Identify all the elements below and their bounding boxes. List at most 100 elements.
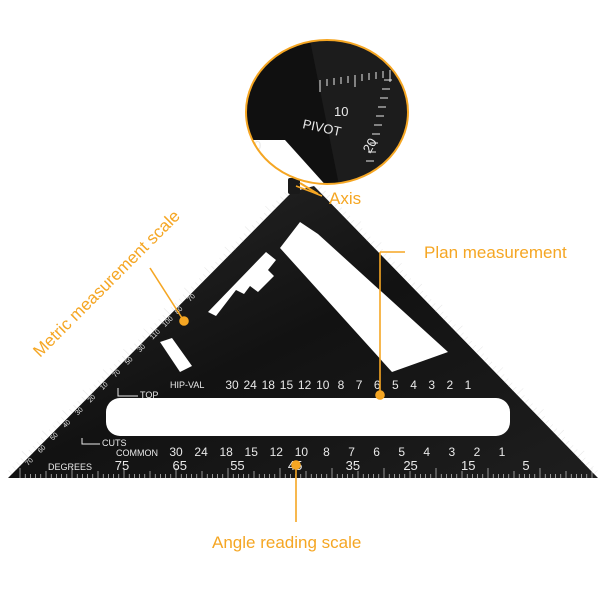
tick bbox=[532, 407, 537, 412]
tick bbox=[431, 303, 436, 308]
tick bbox=[370, 240, 375, 245]
tick bbox=[194, 282, 199, 287]
tick bbox=[150, 327, 155, 332]
tick bbox=[500, 374, 505, 379]
tick bbox=[374, 242, 382, 249]
scale-number: 5 bbox=[522, 458, 529, 473]
scale-number: 55 bbox=[230, 458, 244, 473]
right-ruler-ticks bbox=[317, 186, 598, 475]
tick bbox=[569, 445, 574, 450]
tick bbox=[276, 200, 281, 205]
tick bbox=[52, 425, 57, 430]
tick bbox=[330, 198, 335, 203]
tick bbox=[28, 449, 33, 454]
tick bbox=[32, 445, 37, 450]
scale-number: 10 bbox=[295, 445, 309, 459]
scale-number: 15 bbox=[280, 378, 294, 392]
cuts-label: CUTS bbox=[102, 438, 127, 448]
tick bbox=[540, 415, 545, 420]
scale-number: 30 bbox=[74, 406, 85, 417]
tick bbox=[411, 282, 416, 287]
tick bbox=[447, 319, 452, 324]
tick bbox=[170, 306, 175, 311]
tick bbox=[520, 395, 525, 399]
tick bbox=[204, 267, 212, 274]
tick bbox=[62, 410, 70, 417]
pivot-nub bbox=[288, 178, 300, 194]
tick bbox=[536, 408, 544, 416]
scale-number: 40 bbox=[62, 419, 73, 430]
tick bbox=[504, 378, 509, 383]
scale-number: 65 bbox=[172, 458, 186, 473]
tick bbox=[231, 245, 236, 250]
tick bbox=[476, 346, 483, 354]
tick bbox=[492, 365, 497, 370]
common-label: COMMON bbox=[116, 448, 158, 458]
scale-number: 6 bbox=[373, 445, 380, 459]
tick bbox=[154, 323, 159, 328]
scale-number: 60 bbox=[37, 444, 48, 455]
tick bbox=[174, 302, 179, 307]
tick bbox=[480, 353, 485, 358]
tick bbox=[21, 451, 29, 458]
scale-number: 30 bbox=[137, 343, 148, 354]
tick bbox=[190, 286, 195, 291]
cuts-arrow bbox=[81, 438, 100, 445]
tick bbox=[41, 430, 49, 438]
tick bbox=[512, 386, 517, 391]
scale-number: 75 bbox=[115, 458, 129, 473]
upper-slot bbox=[280, 222, 448, 372]
tick bbox=[358, 228, 363, 233]
tick bbox=[265, 205, 272, 213]
tick bbox=[77, 400, 82, 405]
tick bbox=[36, 441, 41, 446]
tick bbox=[81, 396, 86, 401]
top-label: TOP bbox=[140, 390, 158, 400]
tick bbox=[97, 380, 102, 385]
tick bbox=[93, 384, 98, 389]
tick bbox=[415, 283, 423, 291]
tick bbox=[243, 233, 248, 238]
tick bbox=[463, 336, 468, 341]
scale-number: 7 bbox=[348, 445, 355, 459]
tick bbox=[484, 357, 489, 362]
tick bbox=[577, 450, 585, 458]
tick bbox=[73, 404, 78, 409]
scale-number: 4 bbox=[410, 378, 417, 392]
tick bbox=[427, 299, 432, 304]
tick bbox=[158, 319, 163, 323]
tick bbox=[362, 232, 367, 237]
scale-number: 70 bbox=[112, 369, 123, 380]
tick bbox=[317, 186, 322, 191]
scale-number: 10 bbox=[99, 381, 110, 392]
zoom-0: 0 bbox=[254, 138, 261, 153]
scale-number: 30 bbox=[169, 445, 183, 459]
tick bbox=[350, 219, 355, 224]
scale-number: 12 bbox=[298, 378, 312, 392]
callout-axis: Axis bbox=[329, 189, 361, 208]
tick bbox=[593, 470, 598, 475]
scale-number: 12 bbox=[270, 445, 284, 459]
tick bbox=[524, 399, 529, 404]
scale-number: 4 bbox=[423, 445, 430, 459]
tick bbox=[12, 466, 17, 471]
tick bbox=[259, 216, 264, 221]
tick bbox=[451, 324, 456, 329]
bottom-ruler-ticks bbox=[19, 468, 593, 478]
tick bbox=[407, 278, 412, 283]
tick bbox=[334, 200, 341, 208]
tick bbox=[138, 339, 143, 344]
tick bbox=[142, 335, 147, 340]
tick bbox=[585, 461, 590, 466]
tick bbox=[338, 207, 343, 212]
tick bbox=[101, 376, 106, 381]
tick bbox=[102, 369, 110, 377]
tick bbox=[263, 212, 268, 217]
tick bbox=[82, 389, 90, 397]
tick bbox=[516, 388, 524, 395]
scale-number: 8 bbox=[323, 445, 330, 459]
tick bbox=[557, 429, 565, 437]
tick bbox=[56, 421, 61, 426]
scale-number: 25 bbox=[403, 458, 417, 473]
